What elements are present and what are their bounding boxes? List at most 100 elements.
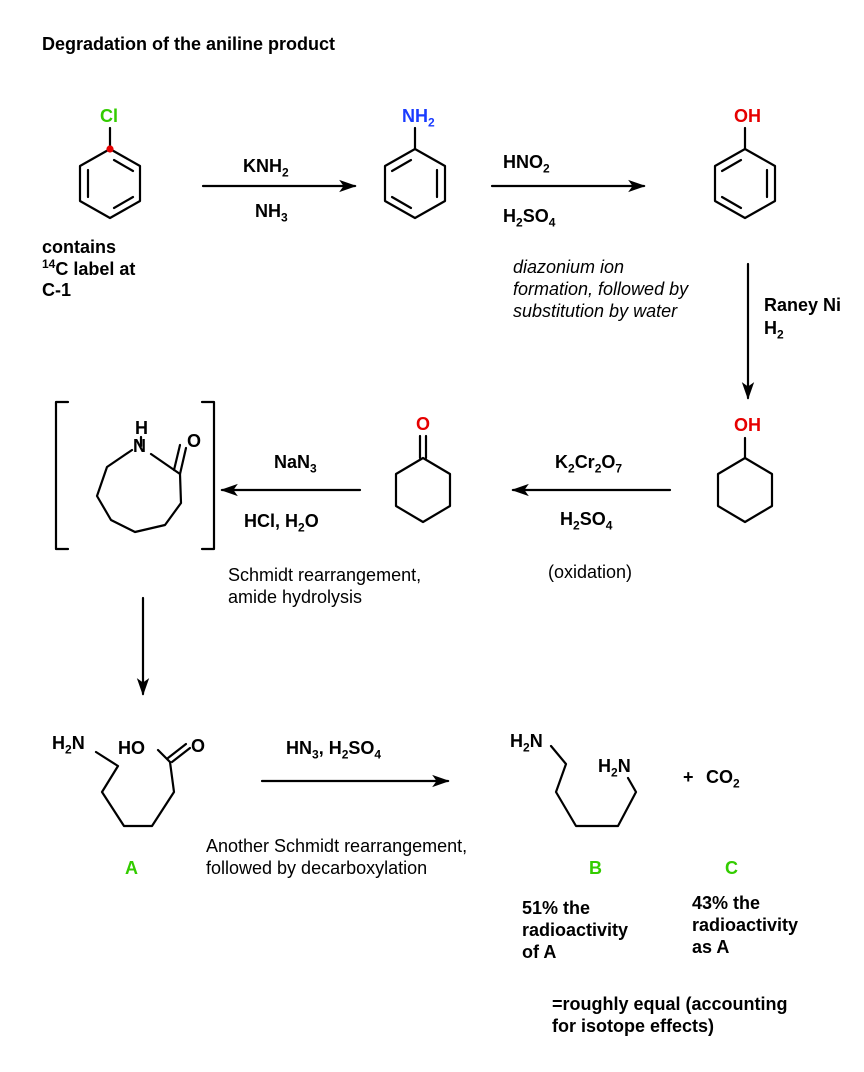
co2-sub: 2 (733, 776, 740, 791)
r4-o-sub: 7 (615, 461, 623, 476)
compound-b-letter: B (589, 858, 602, 878)
r7-above-a-sub: 3 (312, 747, 319, 762)
r2-reagent-below: H2SO4 (503, 206, 556, 230)
r3-reagent-1: Raney Ni (764, 295, 842, 315)
b-amine2-h: H (598, 756, 611, 776)
r4-below-h: H (560, 509, 573, 529)
r4-below-h-sub: 2 (573, 518, 580, 533)
compound-b-amine-1-label: H2N (510, 731, 543, 755)
r1-below-sub: 3 (281, 210, 288, 225)
co2-main: CO (706, 767, 733, 787)
ketone-oxygen-label: O (416, 414, 431, 434)
a-amine-n: N (71, 733, 85, 753)
r2-below-h: H (503, 206, 516, 226)
brackets (54, 400, 216, 551)
r1-below-main: NH (255, 201, 281, 221)
a-amine-h: H (52, 733, 65, 753)
lactam-o-label: O (187, 431, 202, 451)
r1-reagent-above: KNH2 (243, 156, 289, 180)
compound-a-letter: A (125, 858, 138, 878)
r4-reagent-below: H2SO4 (560, 509, 612, 533)
r5-note-line-2: amide hydrolysis (228, 587, 363, 607)
label-note-line-2-text: C label at (55, 259, 136, 279)
r7-above-b: , H (318, 738, 342, 758)
r1-reagent-below: NH3 (255, 201, 288, 225)
r4-o: O (601, 452, 616, 472)
r7-note-line-2: followed by decarboxylation (206, 858, 428, 878)
r4-k-sub: 2 (568, 461, 575, 476)
chlorobenzene-ring (78, 126, 142, 220)
r5-note-line-1: Schmidt rearrangement, (228, 565, 422, 585)
a-amine-sub: 2 (65, 742, 72, 757)
r7-above-b-sub: 2 (341, 747, 349, 762)
r5-above-sub: 3 (310, 461, 317, 476)
r5-reagent-above: NaN3 (274, 452, 317, 476)
r4-cr: Cr (574, 452, 595, 472)
co2-label: CO2 (706, 767, 740, 791)
b-amine1-n: N (529, 731, 543, 751)
label-position-dot (106, 145, 114, 153)
r2-below-so: SO (522, 206, 549, 226)
r3-reagent-2-sub: 2 (777, 327, 784, 342)
r2-below-so-sub: 4 (548, 215, 556, 230)
aniline-ring (383, 126, 447, 220)
b-amine2-sub: 2 (611, 765, 618, 780)
r2-note-line-3: substitution by water (513, 301, 678, 321)
result-c-line-1: 43% the (692, 893, 761, 913)
r2-below-h-sub: 2 (516, 215, 523, 230)
result-b-line-2: radioactivity (522, 920, 629, 940)
r4-reagent-above: K2Cr2O7 (555, 452, 623, 476)
r3-reagent-2-main: H (764, 318, 777, 338)
r4-k: K (555, 452, 568, 472)
r7-above-c: SO (348, 738, 375, 758)
r7-above-a: HN (286, 738, 312, 758)
conclusion-line-1: =roughly equal (accounting (552, 994, 788, 1014)
r2-reagent-above: HNO2 (503, 152, 550, 176)
page-title: Degradation of the aniline product (42, 34, 336, 54)
result-b-line-3: of A (522, 942, 557, 962)
r7-above-c-sub: 4 (374, 747, 382, 762)
phenol-hydroxyl-label: OH (734, 106, 761, 126)
cyclohexanol-hydroxyl-label: OH (734, 415, 761, 435)
r5-above-main: NaN (274, 452, 311, 472)
r3-reagent-2: H2 (764, 318, 784, 342)
r2-above-main: HNO (503, 152, 543, 172)
r7-note-line-1: Another Schmidt rearrangement, (206, 836, 468, 856)
r5-below-sub: 2 (298, 520, 305, 535)
b-amine1-sub: 2 (523, 740, 530, 755)
r5-reagent-below: HCl, H2O (244, 511, 319, 535)
label-note-line-2: 14C label at (42, 257, 136, 280)
compound-c-letter: C (725, 858, 738, 878)
r2-note-line-2: formation, followed by (513, 279, 689, 299)
compound-a-ho-label: HO (118, 738, 145, 758)
result-b-line-1: 51% the (522, 898, 591, 918)
r1-above-main: KNH (243, 156, 282, 176)
r5-below-b: O (304, 511, 319, 531)
phenol-ring (713, 126, 777, 220)
r1-above-sub: 2 (282, 165, 289, 180)
r2-note-line-1: diazonium ion (513, 257, 625, 277)
r4-cr-sub: 2 (594, 461, 602, 476)
compound-a-skeleton (94, 742, 192, 828)
isotope-mass: 14 (42, 257, 56, 271)
label-note-line-1: contains (42, 237, 117, 257)
compound-b-skeleton (549, 744, 638, 828)
compound-a-amine-label: H2N (52, 733, 85, 757)
label-note-line-3: C-1 (42, 280, 72, 300)
result-c-line-3: as A (692, 937, 730, 957)
compound-b-amine-2-label: H2N (598, 756, 631, 780)
r2-above-sub: 2 (543, 161, 550, 176)
cyclohexanol-ring (716, 436, 774, 524)
r5-below-a: HCl, H (244, 511, 298, 531)
amine-group-label: NH2 (402, 106, 435, 129)
cyclohexanone-ring (394, 434, 452, 524)
aniline-nh-main: NH (402, 106, 428, 126)
r4-note: (oxidation) (548, 562, 633, 582)
compound-a-o-label: O (191, 736, 206, 756)
plus-sign: + (683, 767, 694, 787)
b-amine1-h: H (510, 731, 523, 751)
chlorine-atom-label: Cl (100, 106, 118, 126)
r4-below-so: SO (579, 509, 606, 529)
lactam-h-label: H (135, 418, 148, 438)
